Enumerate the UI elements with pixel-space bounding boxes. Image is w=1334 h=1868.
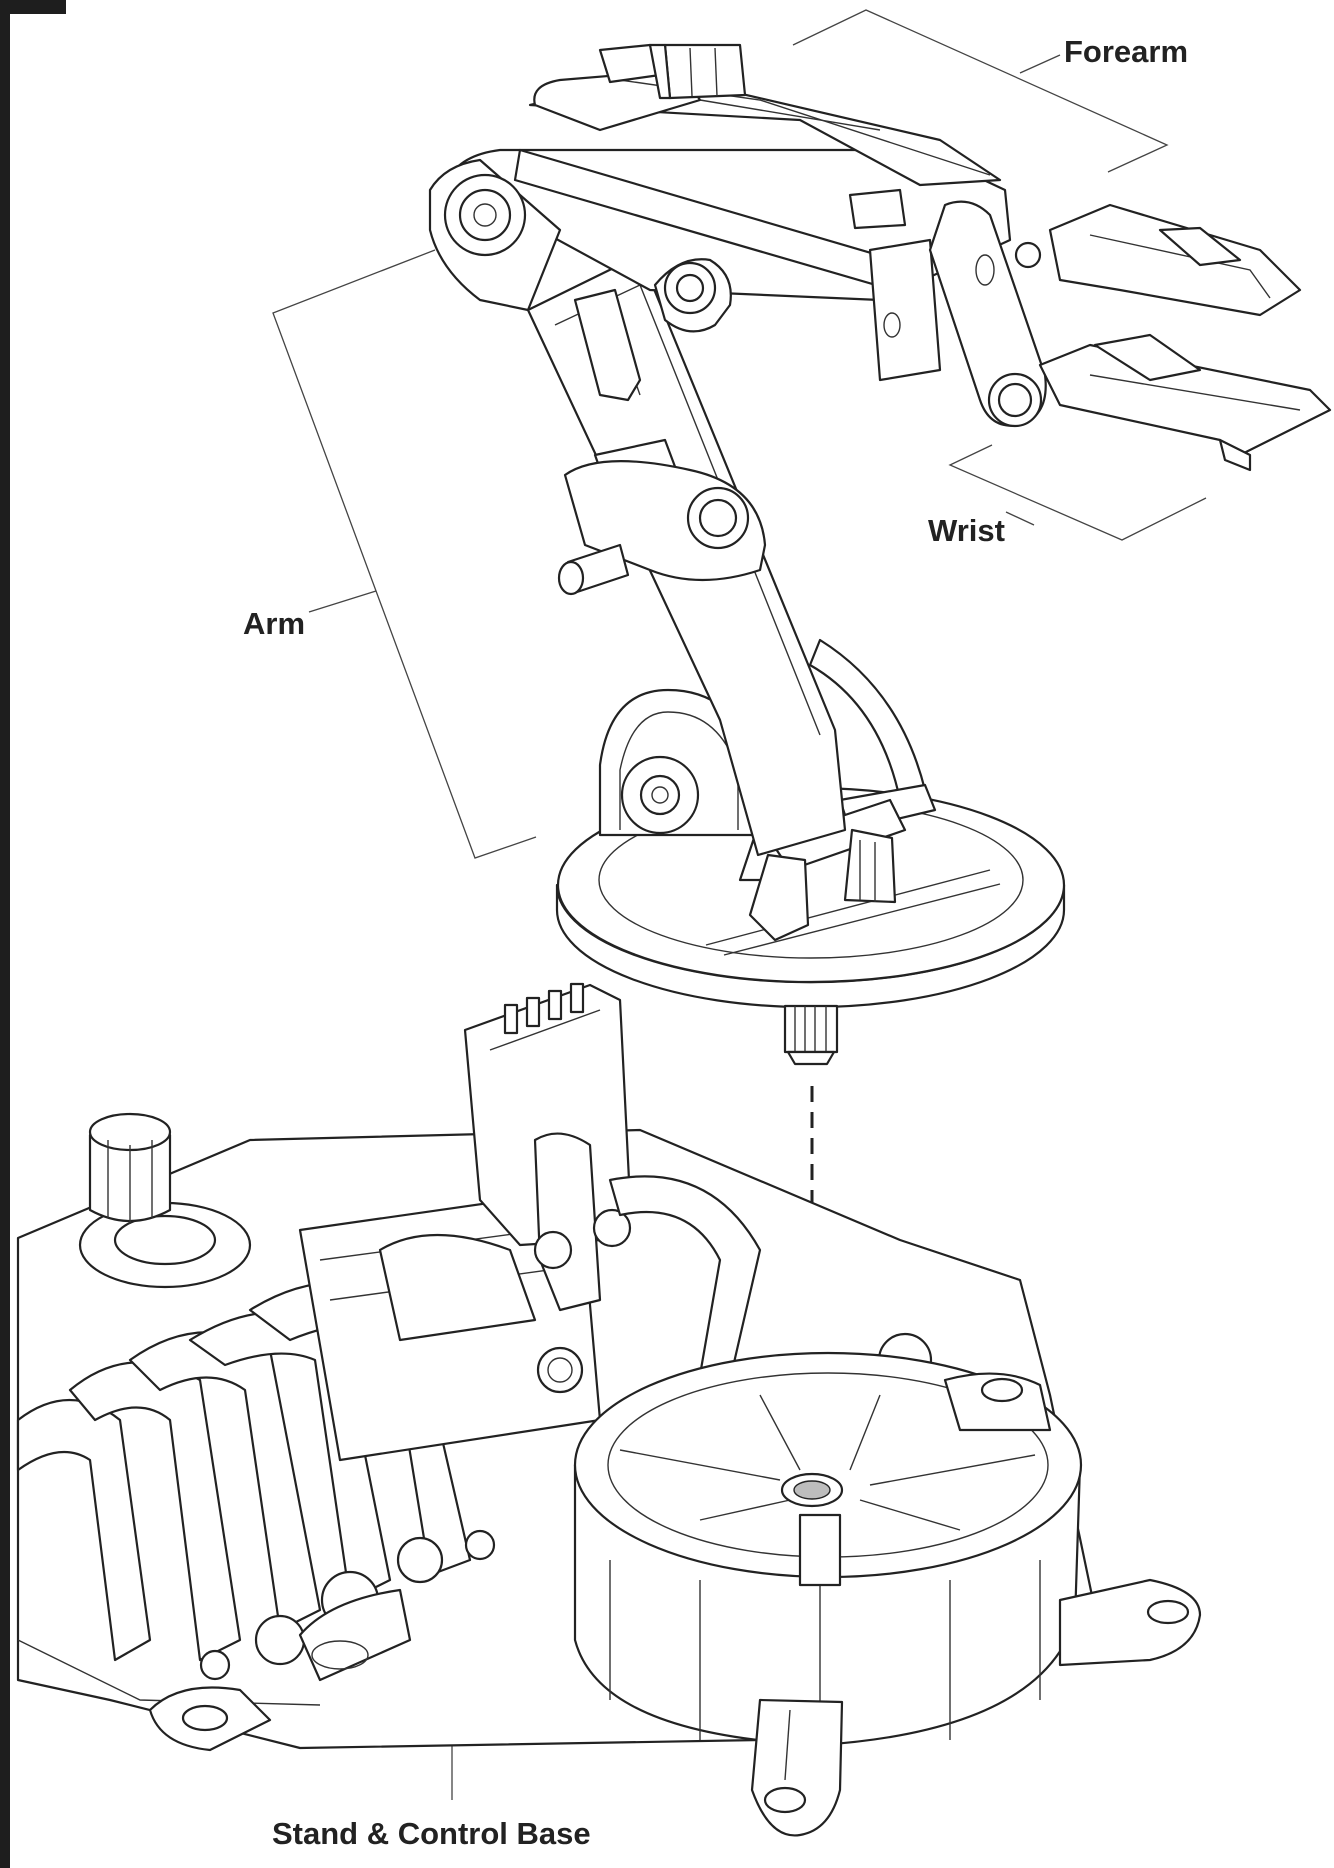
center-rails [298,1188,602,1462]
gripper-lower-jaw [1038,333,1332,472]
vertical-lever [463,982,632,1394]
arm-label: Arm [243,606,306,641]
robot-arm-assembly [428,43,1332,1066]
mount-feet [750,1372,1202,1837]
stand-control-base-label: Stand & Control Base [272,1816,591,1851]
splined-shaft [783,1004,839,1066]
wrist-callout [948,444,1207,541]
front-linkages [199,1529,496,1682]
elbow-stub-pin [557,543,630,596]
gripper-upper-jaw [1014,203,1302,317]
wrist-link [928,200,1047,428]
arm-callout [272,249,537,859]
forearm-label: Forearm [1064,34,1189,69]
shoulder-pivot [428,158,562,312]
turntable-clips [748,828,897,942]
forearm-side-plate [513,148,942,382]
center-socket [793,1480,831,1500]
shoulder-hub [598,688,762,837]
stand-control-base [16,982,1202,1837]
corner-tab [0,0,66,1868]
mount-tab-left [148,1686,272,1752]
mid-pin [653,258,732,333]
wrist-label: Wrist [928,513,1005,548]
control-knob [78,1112,252,1289]
forearm-callout [792,9,1169,173]
